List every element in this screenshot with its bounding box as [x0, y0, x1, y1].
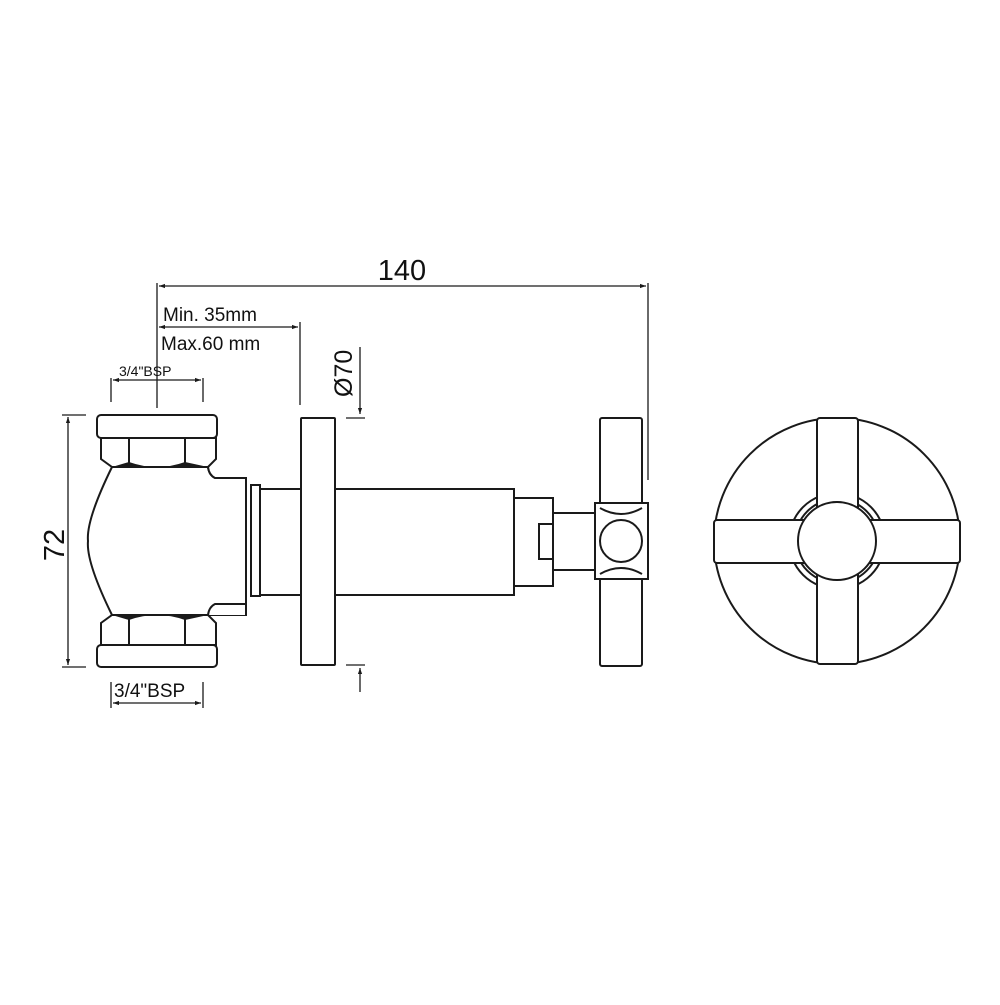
top-cap [96, 414, 218, 439]
body-shoulder-bottom [207, 603, 247, 616]
dimension-body-height: 72 [39, 414, 86, 668]
label-body-height: 72 [39, 529, 71, 561]
top-hex-nut [100, 437, 217, 468]
label-bottom-thread: 3/4"BSP [114, 681, 185, 702]
hex-shadow [112, 615, 208, 620]
handle-hub-cap [599, 519, 643, 563]
side-view [86, 414, 649, 668]
label-wall-min: Min. 35mm [163, 305, 257, 326]
body-shoulder-top [207, 466, 246, 479]
wall-flange [300, 417, 336, 666]
hex-shadow [112, 462, 208, 467]
handle-center-cap [797, 501, 877, 581]
dimension-wall-thickness: Min. 35mm Max.60 mm [159, 305, 301, 405]
valve-body [86, 466, 247, 616]
sleeve-notch [538, 523, 554, 560]
bottom-cap [96, 644, 218, 668]
dimension-bottom-thread: 3/4"BSP [110, 681, 204, 708]
front-view [713, 417, 961, 665]
hub-curve-top [599, 507, 643, 515]
bottom-hex-nut [100, 614, 217, 646]
label-top-thread: 3/4"BSP [119, 363, 171, 379]
label-flange-diameter: Ø70 [330, 350, 358, 397]
body-collar [250, 484, 261, 597]
label-wall-max: Max.60 mm [161, 334, 260, 355]
dimension-top-thread: 3/4"BSP [110, 363, 204, 402]
spindle [552, 512, 596, 571]
sleeve [334, 488, 515, 596]
dimension-flange-diameter: Ø70 [330, 347, 365, 692]
dimension-overall-length: 140 [156, 255, 649, 480]
label-overall-length: 140 [378, 255, 426, 287]
hub-curve-bottom [599, 567, 643, 575]
